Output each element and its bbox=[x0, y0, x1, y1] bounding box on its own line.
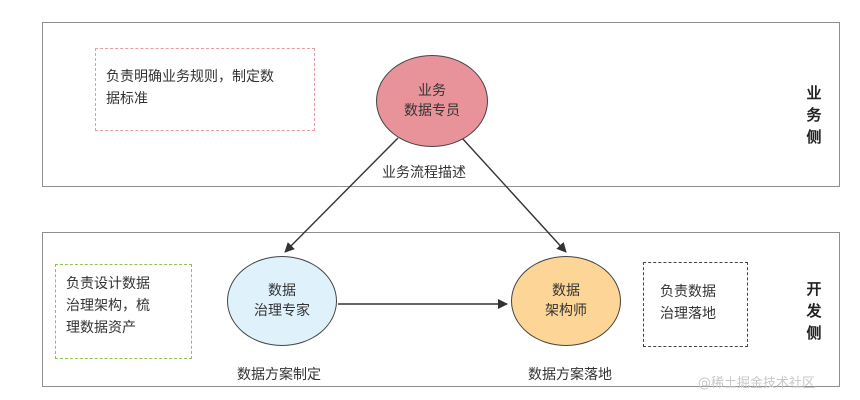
note-line: 负责明确业务规则，制定数 bbox=[106, 69, 274, 85]
watermark: @稀土掘金技术社区 bbox=[698, 376, 816, 391]
dev-side-label: 开 发 侧 bbox=[794, 278, 834, 344]
side-label-char: 发 bbox=[806, 302, 822, 320]
node-line: 数据 bbox=[552, 283, 580, 299]
note-line: 理数据资产 bbox=[66, 320, 136, 336]
implementation-responsibility-note: 负责数据 治理落地 bbox=[643, 262, 748, 347]
node-line: 数据专员 bbox=[404, 103, 460, 119]
governance-node-caption: 数据方案制定 bbox=[237, 367, 321, 383]
side-label-char: 侧 bbox=[806, 324, 822, 342]
side-label-char: 侧 bbox=[806, 128, 822, 146]
note-line: 负责设计数据 bbox=[66, 276, 150, 292]
data-architect-node: 数据 架构师 bbox=[511, 256, 621, 346]
business-side-label: 业 务 侧 bbox=[794, 82, 834, 148]
side-label-char: 业 bbox=[806, 84, 822, 102]
arrow-biz-to-architect bbox=[461, 137, 567, 253]
node-line: 治理专家 bbox=[254, 303, 310, 319]
architect-design-responsibility-note: 负责设计数据 治理架构，梳 理数据资产 bbox=[55, 264, 192, 359]
side-label-char: 务 bbox=[806, 106, 822, 124]
note-line: 治理架构，梳 bbox=[66, 298, 150, 314]
node-line: 业务 bbox=[418, 83, 446, 99]
note-line: 负责数据 bbox=[660, 284, 716, 300]
arrow-biz-to-governance bbox=[284, 137, 399, 253]
business-responsibility-note: 负责明确业务规则，制定数 据标准 bbox=[95, 48, 315, 131]
business-node-caption: 业务流程描述 bbox=[382, 165, 466, 181]
side-label-char: 开 bbox=[806, 280, 822, 298]
dev-side-panel bbox=[42, 232, 840, 387]
data-governance-expert-node: 数据 治理专家 bbox=[227, 256, 337, 346]
architect-node-caption: 数据方案落地 bbox=[528, 367, 612, 383]
note-line: 治理落地 bbox=[660, 306, 716, 322]
node-line: 数据 bbox=[268, 283, 296, 299]
node-line: 架构师 bbox=[545, 303, 587, 319]
business-data-specialist-node: 业务 数据专员 bbox=[376, 55, 488, 147]
note-line: 据标准 bbox=[106, 91, 148, 107]
